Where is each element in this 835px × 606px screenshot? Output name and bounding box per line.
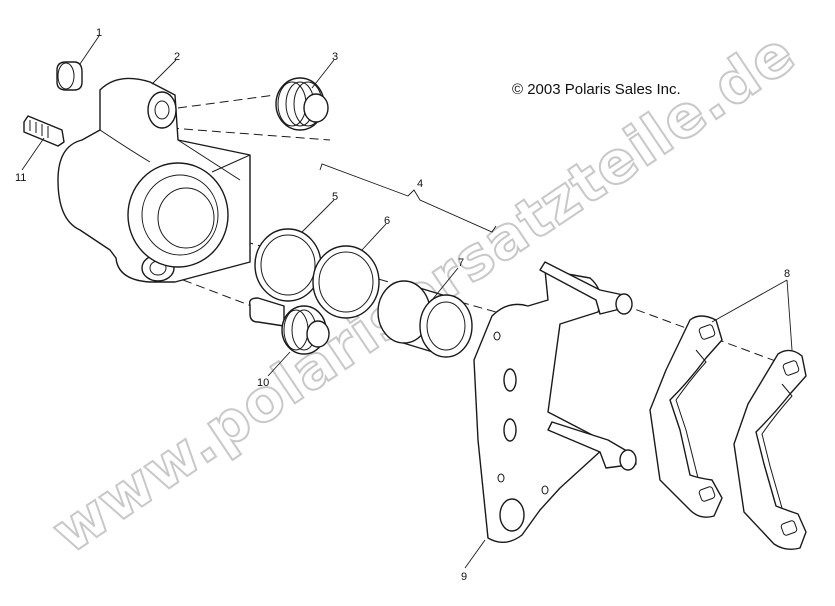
- callout-7: 7: [458, 257, 464, 269]
- callout-1: 1: [96, 27, 102, 39]
- part-3-pin-boot-upper: [275, 77, 329, 131]
- part-7-piston: [377, 280, 473, 358]
- callout-5: 5: [332, 191, 338, 203]
- callout-labels: 1 2 3 4 5 6 7 8 9 10 11: [15, 27, 790, 583]
- part-8-brake-pad-inner: [649, 315, 723, 518]
- callout-3: 3: [332, 51, 338, 63]
- part-11-bleeder-screw: [23, 115, 65, 147]
- callout-9: 9: [461, 571, 467, 583]
- callout-4: 4: [417, 178, 423, 190]
- part-6-dust-seal: [312, 245, 380, 319]
- part-1-bleeder-cap: [56, 61, 83, 91]
- callout-6: 6: [384, 215, 390, 227]
- callout-leaders: [21, 35, 793, 569]
- part-8-brake-pad-outer: [733, 349, 807, 551]
- part-9-mounting-bracket: [473, 261, 637, 543]
- part-5-piston-seal: [254, 228, 322, 302]
- part-10-pin-boot-lower: [248, 297, 330, 355]
- callout-10: 10: [257, 377, 269, 389]
- copyright-text: © 2003 Polaris Sales Inc.: [512, 81, 681, 98]
- part-2-caliper-body: [57, 77, 251, 283]
- callout-8: 8: [784, 268, 790, 280]
- callout-11: 11: [15, 172, 26, 184]
- group-bracket-4: [319, 163, 497, 233]
- callout-2: 2: [174, 51, 180, 63]
